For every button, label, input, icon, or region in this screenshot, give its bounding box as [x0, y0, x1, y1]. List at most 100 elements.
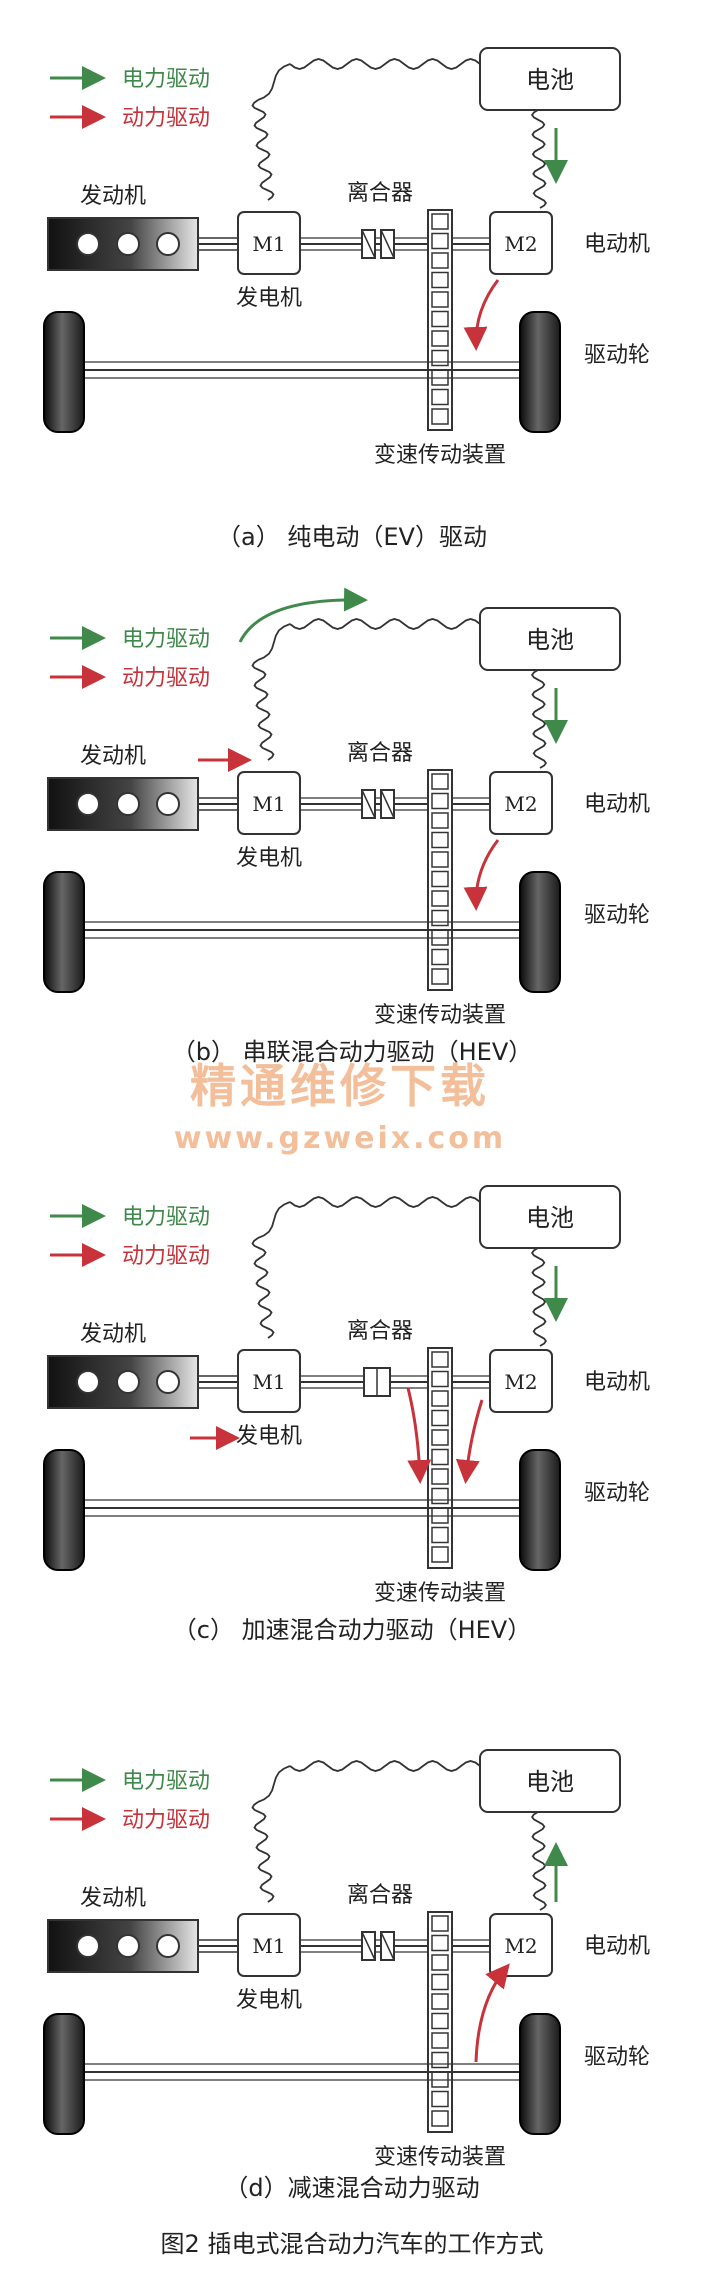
- gear-tooth: [431, 310, 449, 328]
- gear-tooth: [431, 1390, 449, 1407]
- wire-battery-m2: [530, 1811, 548, 1911]
- gear-tooth: [431, 1526, 449, 1544]
- gear-tooth: [431, 349, 449, 367]
- wire-m1-curve: [257, 63, 291, 101]
- power-arrow-m2-wheel: [463, 839, 500, 911]
- gear-tooth: [431, 1351, 449, 1368]
- gear-tooth: [431, 1973, 449, 1991]
- motor-label: 电动机: [584, 232, 650, 257]
- wire-m1-up: [251, 1801, 275, 1903]
- legend-power-label: 动力驱动: [122, 1808, 210, 1833]
- gear-tooth: [431, 1993, 449, 2010]
- engine-cylinder-3: [156, 1934, 180, 1958]
- legend-power-label: 动力驱动: [122, 1244, 210, 1269]
- wire-m1-curve: [257, 1765, 291, 1803]
- generator-label: 发电机: [236, 286, 302, 311]
- gear-tooth: [431, 1546, 449, 1563]
- transmission-label: 变速传动装置: [374, 1581, 506, 1606]
- gear-tooth: [431, 408, 449, 425]
- electric-arrow-to-battery: [238, 587, 368, 643]
- gear-tooth: [431, 2110, 449, 2127]
- wire-battery-m2: [530, 669, 548, 769]
- wire-m1-up: [251, 99, 275, 201]
- gear-tooth: [431, 1915, 449, 1932]
- wheel-label: 驱动轮: [584, 903, 650, 928]
- clutch-label: 离合器: [347, 1883, 413, 1908]
- m2-label: M2: [504, 1934, 537, 1958]
- wire-m1-curve: [257, 623, 291, 661]
- generator-label: 发电机: [236, 846, 302, 871]
- gear-tooth: [431, 851, 449, 868]
- m2-box: [489, 771, 553, 835]
- battery-label: 电池: [526, 1204, 574, 1232]
- motor-label: 电动机: [584, 792, 650, 817]
- battery-box: [479, 47, 621, 111]
- wire-battery-m2: [530, 109, 548, 209]
- power-arrow-wheel-m2: [474, 1963, 510, 2063]
- watermark-title: 精通维修下载: [190, 1059, 490, 1113]
- engine-label: 发动机: [80, 1322, 146, 1347]
- battery-box: [479, 1749, 621, 1813]
- legend-power-label: 动力驱动: [122, 106, 210, 131]
- clutch-label: 离合器: [347, 741, 413, 766]
- gear-tooth: [431, 773, 449, 790]
- legend-power-label: 动力驱动: [122, 666, 210, 691]
- engine-cylinder-1: [76, 1934, 100, 1958]
- engine-label: 发动机: [80, 184, 146, 209]
- engine-label: 发动机: [80, 1886, 146, 1911]
- gear-tooth: [431, 870, 449, 888]
- gear-tooth: [431, 252, 449, 269]
- legend-electric-label: 电力驱动: [122, 1205, 210, 1230]
- wire-m1-up: [251, 659, 275, 761]
- m2-box: [489, 1349, 553, 1413]
- left-wheel: [43, 871, 85, 993]
- gear-tooth: [431, 232, 449, 250]
- m2-box: [489, 211, 553, 275]
- left-wheel: [43, 1449, 85, 1571]
- gear-tooth: [431, 890, 449, 907]
- gear-tooth: [431, 1934, 449, 1952]
- engine-cylinder-1: [76, 792, 100, 816]
- gear-tooth: [431, 213, 449, 230]
- engine-cylinder-2: [116, 1934, 140, 1958]
- gear-tooth: [431, 948, 449, 966]
- gear-tooth: [431, 1448, 449, 1466]
- gear-tooth: [431, 831, 449, 849]
- gear-tooth: [431, 1409, 449, 1427]
- left-wheel: [43, 311, 85, 433]
- engine-cylinder-3: [156, 792, 180, 816]
- generator-label: 发电机: [236, 1424, 302, 1449]
- gear-tooth: [431, 388, 449, 406]
- power-arrow-m2-wheel: [463, 279, 500, 351]
- engine-cylinder-1: [76, 232, 100, 256]
- wire-top: [289, 1196, 481, 1208]
- gear-tooth: [431, 812, 449, 829]
- m1-label: M1: [252, 1370, 285, 1394]
- legend-electric-label: 电力驱动: [122, 1769, 210, 1794]
- engine-cylinder-2: [116, 1370, 140, 1394]
- m2-label: M2: [504, 1370, 537, 1394]
- wire-top: [289, 1760, 481, 1772]
- motor-label: 电动机: [584, 1934, 650, 1959]
- m2-box: [489, 1913, 553, 1977]
- clutch-label: 离合器: [347, 1319, 413, 1344]
- gear-tooth: [431, 1954, 449, 1971]
- engine-cylinder-1: [76, 1370, 100, 1394]
- gear-tooth: [431, 271, 449, 289]
- legend-electric-label: 电力驱动: [122, 627, 210, 652]
- right-wheel: [519, 2013, 561, 2135]
- legend-electric-label: 电力驱动: [122, 67, 210, 92]
- m1-label: M1: [252, 1934, 285, 1958]
- wire-battery-m2: [530, 1247, 548, 1347]
- battery-label: 电池: [526, 626, 574, 654]
- wire-top: [289, 58, 481, 70]
- wire-m1-up: [251, 1237, 275, 1339]
- gear-tooth: [431, 1370, 449, 1388]
- motor-label: 电动机: [584, 1370, 650, 1395]
- wheel-label: 驱动轮: [584, 2045, 650, 2070]
- gear-tooth: [431, 1487, 449, 1505]
